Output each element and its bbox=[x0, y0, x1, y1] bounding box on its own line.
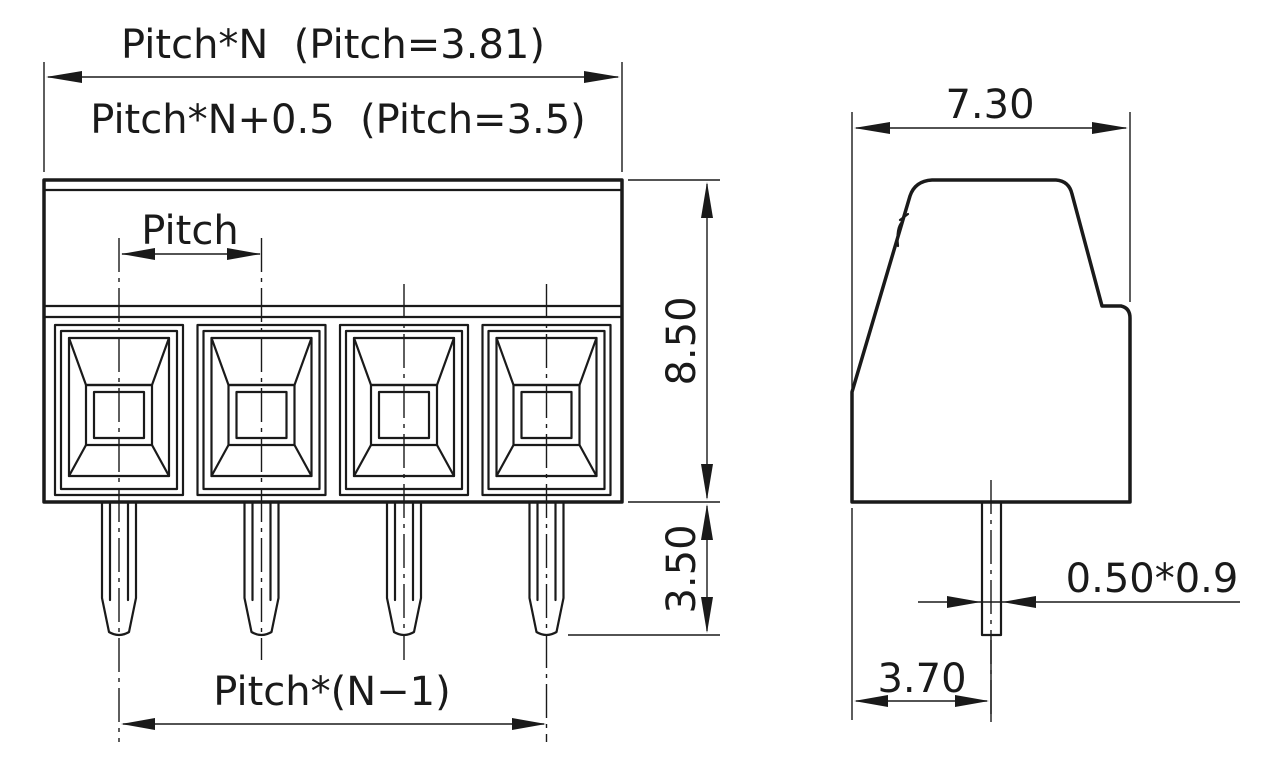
pin-offset-label: 3.70 bbox=[877, 656, 966, 702]
side-view: 7.30 0.50*0.9 3.70 bbox=[850, 82, 1240, 722]
pin bbox=[243, 500, 280, 637]
screw-ports bbox=[53, 323, 612, 497]
pin-length-label: 3.50 bbox=[659, 524, 705, 613]
depth-label: 7.30 bbox=[945, 82, 1034, 128]
pin-centerlines bbox=[118, 238, 548, 742]
overall-width-label-alt: Pitch*N+0.5 (Pitch=3.5) bbox=[90, 97, 586, 143]
front-view: Pitch*N (Pitch=3.81) Pitch*N+0.5 (Pitch=… bbox=[42, 22, 720, 742]
overall-width-label: Pitch*N (Pitch=3.81) bbox=[121, 22, 545, 68]
pitch-label: Pitch bbox=[141, 208, 238, 254]
pin bbox=[100, 500, 138, 637]
height-label: 8.50 bbox=[659, 296, 705, 385]
pin-size-label: 0.50*0.9 bbox=[1066, 556, 1239, 602]
side-body-outline bbox=[850, 178, 1132, 504]
pin-span-label: Pitch*(N−1) bbox=[213, 669, 450, 715]
front-body-outline bbox=[42, 178, 624, 504]
pins bbox=[100, 500, 565, 637]
